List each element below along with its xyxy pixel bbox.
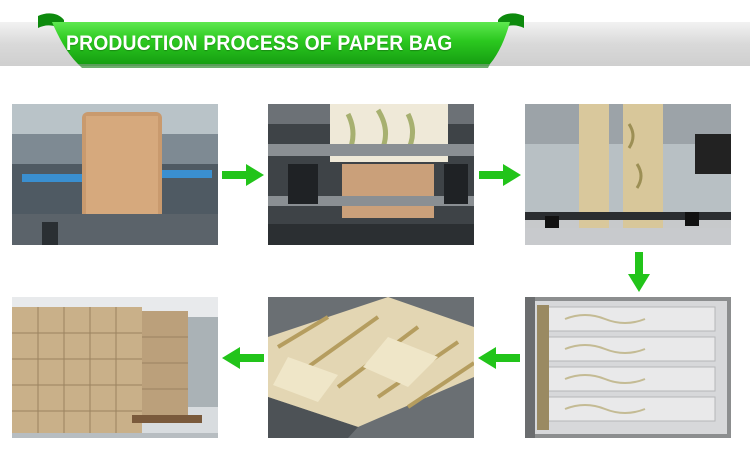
kraft-paper-roll-photo (12, 104, 218, 245)
arrow-right-1 (222, 164, 264, 186)
warehouse-cartons-photo (12, 297, 218, 438)
stacked-bags-photo (268, 297, 474, 438)
arrow-right-icon (479, 164, 521, 186)
bag-making-machine-photo (525, 104, 731, 245)
arrow-left-1 (478, 347, 520, 369)
boxed-bags-photo (525, 297, 731, 438)
arrow-down-icon (628, 252, 650, 292)
arrow-right-icon (222, 164, 264, 186)
arrow-down-1 (628, 252, 650, 292)
arrow-right-2 (479, 164, 521, 186)
printing-machine-photo (268, 104, 474, 245)
arrow-left-2 (222, 347, 264, 369)
page-title: PRODUCTION PROCESS OF PAPER BAG (66, 32, 453, 55)
title-ribbon (38, 13, 524, 68)
arrow-left-icon (222, 347, 264, 369)
arrow-left-icon (478, 347, 520, 369)
